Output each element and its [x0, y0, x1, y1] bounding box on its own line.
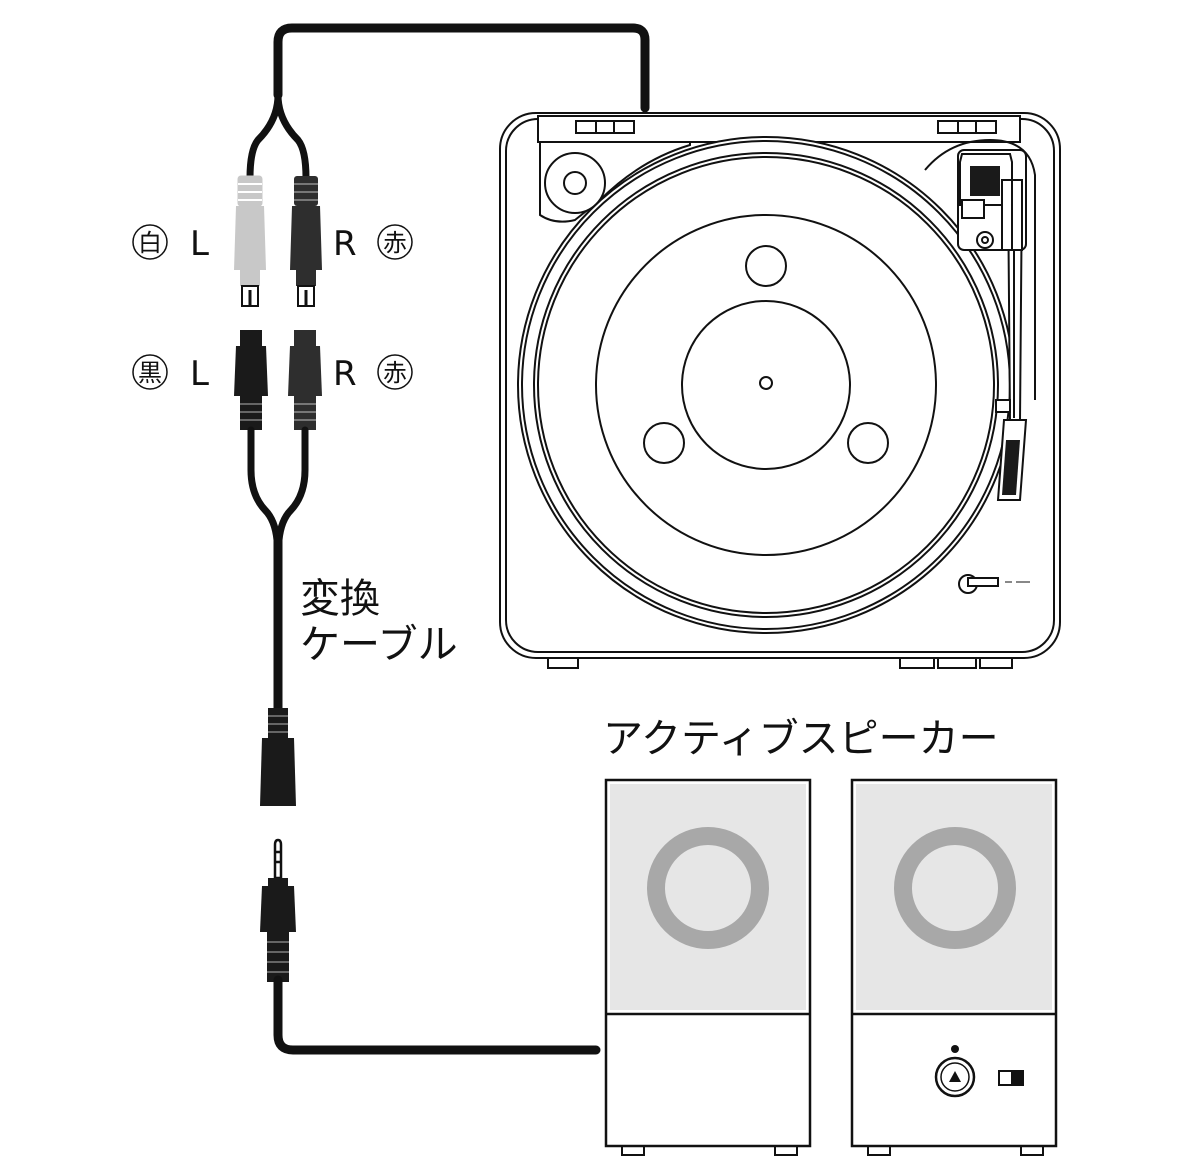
- mini-jack-female: [260, 708, 296, 806]
- speaker-input-cable: [273, 975, 601, 1055]
- adapter-left-color-text: 黒: [138, 359, 162, 387]
- adapter-left-label: 黒 L: [132, 354, 209, 394]
- adapter-right-label: R 赤: [333, 354, 413, 394]
- cable-label-line1: 変換: [300, 576, 380, 622]
- mini-plug-male: [260, 838, 296, 982]
- rca-right-channel-text: R: [333, 224, 357, 264]
- adapter-left-channel-text: L: [190, 354, 209, 394]
- rca-left-color-text: 白: [138, 229, 162, 257]
- speaker-left-driver: [647, 827, 769, 949]
- rca-left-channel-text: L: [190, 224, 209, 264]
- speed-selector: [958, 574, 1030, 594]
- adapter-right-channel-text: R: [333, 354, 357, 394]
- toggle-switch-icon: [998, 1070, 1024, 1086]
- adapter-jack-red: [288, 330, 322, 430]
- rca-right-color-text: 赤: [383, 229, 407, 257]
- triangle-up-icon: [934, 1056, 976, 1098]
- rca-left-label: 白 L: [132, 224, 209, 264]
- adapter-jack-black: [234, 330, 268, 430]
- speaker-title: アクティブスピーカー: [603, 716, 999, 762]
- cable-label-line2: ケーブル: [300, 622, 458, 668]
- adapter-right-color-text: 赤: [383, 359, 407, 387]
- conversion-cable: [247, 426, 309, 717]
- power-led-icon: [951, 1045, 959, 1053]
- rca-plug-red: [290, 176, 322, 307]
- speaker-right: [850, 778, 1058, 1156]
- tonearm: [957, 149, 1028, 501]
- turntable-output-cable: [246, 23, 650, 182]
- speaker-right-driver: [894, 827, 1016, 949]
- rca-plug-white: [234, 175, 266, 307]
- speaker-left: [604, 778, 812, 1156]
- rca-right-label: R 赤: [333, 224, 413, 264]
- turntable: [499, 112, 1061, 669]
